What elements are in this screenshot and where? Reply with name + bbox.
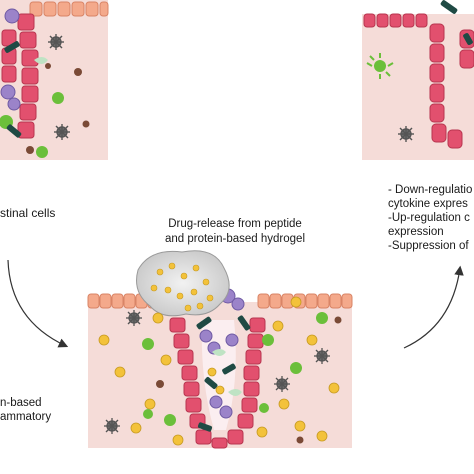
gray-cell: [126, 310, 142, 326]
label-drug-release-line1: Drug-release from peptide: [168, 218, 302, 230]
panel-bottom-center: [87, 250, 353, 449]
brown-dot: [26, 146, 34, 154]
green-cells: [142, 312, 328, 426]
purple-cell: [7, 97, 21, 111]
dark-rod: [4, 41, 20, 53]
border-cell-row: [29, 1, 109, 17]
green-cell: [52, 92, 64, 104]
light-green-fragment: [34, 57, 48, 64]
light-green-fragment: [212, 349, 226, 356]
dark-rod: [463, 33, 473, 45]
border-cell-row: [363, 13, 428, 28]
hydrogel-blob: [136, 250, 230, 317]
brown-dot: [82, 120, 90, 128]
green-cell: [36, 146, 48, 158]
panel-top-left: [0, 0, 109, 160]
gray-cell: [104, 418, 120, 434]
epithelium-column: [1, 13, 39, 139]
effects-item-1: - Down-regulatio: [388, 184, 473, 196]
green-cell: [366, 53, 394, 79]
hydrogel-drug-particles: [150, 262, 214, 312]
gray-cell: [398, 126, 414, 142]
effects-item-5: -Suppression of: [388, 240, 469, 252]
gray-cell: [54, 124, 70, 140]
effects-item-2: cytokine expres: [388, 198, 468, 210]
purple-cell: [4, 8, 20, 24]
gray-cell: [274, 376, 290, 392]
label-left-bottom-line2: ammatory: [0, 411, 52, 423]
purple-cell-cluster: [199, 288, 245, 419]
drug-particles: [98, 296, 340, 446]
effects-item-4: expression: [388, 226, 444, 238]
cycle-arrow-left: [7, 259, 69, 348]
panel-top-right: [362, 0, 474, 160]
brown-dot: [45, 63, 51, 69]
brown-dot: [74, 68, 82, 76]
light-green-fragment: [228, 389, 242, 396]
dark-rods: [196, 315, 251, 432]
gray-cell: [48, 34, 64, 50]
dark-rod: [6, 124, 22, 138]
effects-item-3: -Up-regulation c: [388, 212, 470, 224]
gray-cell: [314, 348, 330, 364]
epithelium-column: [429, 23, 474, 149]
brown-dots: [156, 316, 342, 444]
cycle-arrow-right: [403, 265, 464, 349]
epithelium-left-wall: [169, 317, 212, 445]
label-left-bottom-line1: n-based: [0, 397, 42, 409]
dark-rod: [440, 0, 458, 14]
label-drug-release-line2: and protein-based hydrogel: [164, 233, 306, 245]
purple-cell: [0, 84, 16, 100]
label-intestinal-cells: stinal cells: [0, 206, 56, 220]
